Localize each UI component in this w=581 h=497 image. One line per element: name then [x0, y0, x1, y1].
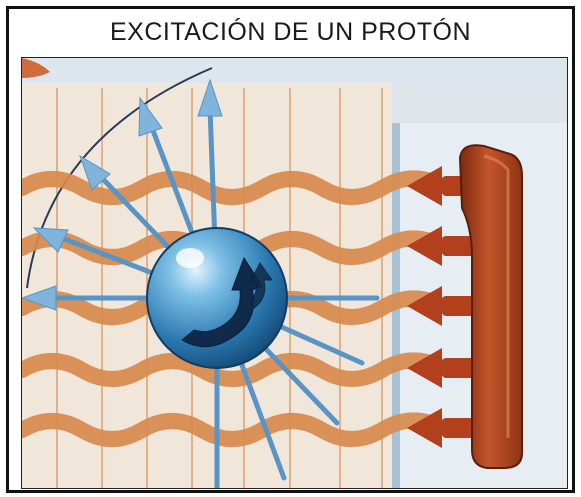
figure-title: EXCITACIÓN DE UN PROTÓN	[109, 17, 472, 46]
rf-coil-icon	[458, 144, 523, 469]
proton-sphere-icon	[146, 227, 288, 369]
illustration	[21, 57, 568, 489]
rotation-arrow-icon	[181, 256, 273, 348]
figure-frame: EXCITACIÓN DE UN PROTÓN	[6, 6, 575, 493]
corner-fragment	[22, 58, 50, 78]
